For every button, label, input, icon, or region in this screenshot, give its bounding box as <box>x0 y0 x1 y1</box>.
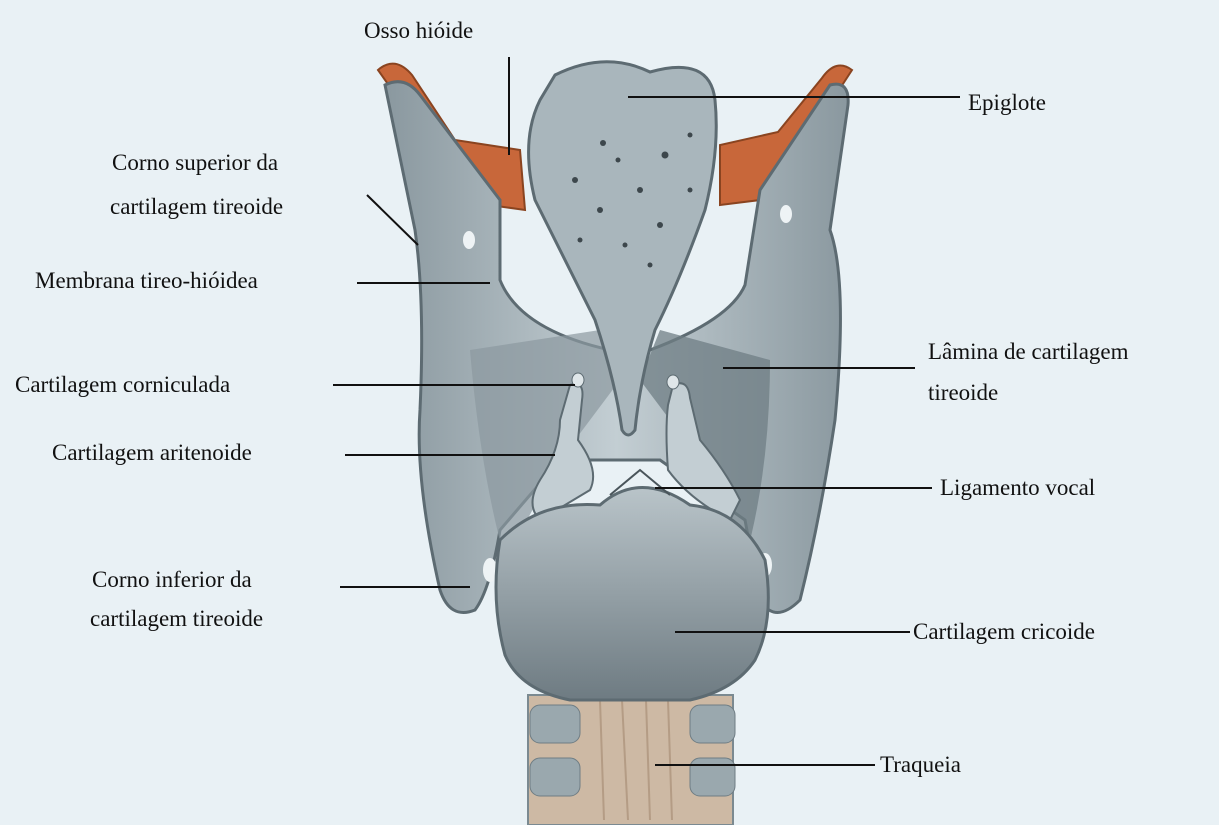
label-lamina-line2: tireoide <box>928 378 998 408</box>
label-corno-inferior-line2: cartilagem tireoide <box>90 604 263 634</box>
trachea <box>528 695 735 825</box>
label-osso-hioide: Osso hióide <box>364 16 473 46</box>
label-membrana: Membrana tireo-hióidea <box>35 266 258 296</box>
label-epiglote: Epiglote <box>968 88 1046 118</box>
label-corno-superior-line1: Corno superior da <box>112 148 278 178</box>
label-cricoide: Cartilagem cricoide <box>913 617 1095 647</box>
label-corno-inferior-line1: Corno inferior da <box>92 565 252 595</box>
label-traqueia: Traqueia <box>880 750 961 780</box>
label-corno-superior-line2: cartilagem tireoide <box>110 192 283 222</box>
label-lamina-line1: Lâmina de cartilagem <box>928 337 1129 367</box>
label-ligamento-vocal: Ligamento vocal <box>940 473 1095 503</box>
label-corniculada: Cartilagem corniculada <box>15 370 230 400</box>
label-aritenoide: Cartilagem aritenoide <box>52 438 252 468</box>
